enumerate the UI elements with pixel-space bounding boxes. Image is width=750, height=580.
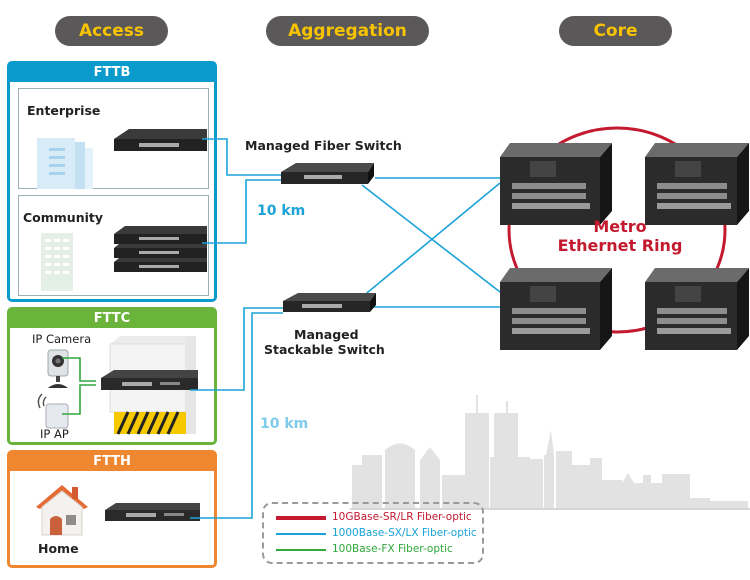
link-fttc-to-stackable-switch	[190, 307, 283, 391]
core-switch-top-left-icon	[500, 143, 612, 225]
ftth-zone-title: FTTH	[10, 453, 214, 471]
distance-label-bottom: 10 km	[260, 416, 309, 432]
ftth-switch-icon	[105, 503, 200, 521]
managed-fiber-switch-icon	[281, 163, 374, 184]
tier-label-aggregation: Aggregation	[266, 16, 429, 46]
home-label: Home	[38, 541, 79, 556]
legend-swatch-red	[276, 516, 326, 520]
link-ftth-to-stackable-switch	[190, 312, 283, 519]
legend-swatch-green	[276, 549, 326, 551]
home-house-icon	[36, 485, 88, 536]
legend: 10GBase-SR/LR Fiber-optic 1000Base-SX/LX…	[262, 502, 484, 564]
enterprise-label: Enterprise	[27, 103, 101, 118]
enterprise-box: Enterprise	[18, 88, 209, 189]
managed-stackable-switch-icon	[283, 293, 376, 312]
core-switch-bottom-right-icon	[645, 268, 749, 350]
ip-ap-label: IP AP	[40, 427, 69, 441]
legend-label: 1000Base-SX/LX Fiber-optic	[332, 527, 477, 539]
community-box: Community	[18, 195, 209, 296]
distance-label-top: 10 km	[257, 203, 306, 219]
metro-ethernet-ring	[507, 126, 727, 334]
managed-stackable-switch-label-line1: Managed	[294, 327, 359, 342]
community-label: Community	[23, 210, 104, 225]
fttc-zone: FTTC IP Camera IP AP	[7, 307, 217, 445]
stacked-switches-icon	[114, 226, 207, 272]
tier-label-access: Access	[55, 16, 168, 46]
metro-ring-label: Metro Ethernet Ring	[545, 217, 695, 255]
apartment-building-icon	[41, 233, 73, 291]
office-building-icon	[37, 138, 93, 189]
link-enterprise-to-fiber-switch	[202, 138, 285, 176]
city-skyline-illustration	[350, 395, 750, 510]
tier-label-core: Core	[559, 16, 672, 46]
managed-fiber-switch-label: Managed Fiber Switch	[245, 138, 402, 153]
metro-ring-label-line2: Ethernet Ring	[557, 236, 683, 255]
ftth-zone: FTTH Home	[7, 450, 217, 568]
legend-label: 100Base-FX Fiber-optic	[332, 543, 453, 555]
fttc-zone-title: FTTC	[10, 310, 214, 328]
legend-label: 10GBase-SR/LR Fiber-optic	[332, 511, 472, 523]
ip-camera-label: IP Camera	[32, 332, 92, 346]
fttb-zone-title: FTTB	[10, 64, 214, 82]
link-stackable-switch-to-core-top-left	[361, 182, 501, 298]
fttb-zone: FTTB Enterprise Community	[7, 61, 217, 302]
managed-stackable-switch-label-line2: Stackable Switch	[264, 342, 385, 357]
link-community-to-fiber-switch	[202, 179, 285, 244]
link-ip-camera-to-fttc-switch	[62, 357, 96, 382]
core-switch-bottom-left-icon	[500, 268, 612, 350]
metro-ring-label-line1: Metro	[593, 217, 647, 236]
enterprise-switch-icon	[114, 129, 207, 151]
fttc-switch-icon	[101, 370, 198, 390]
link-fiber-switch-to-core-bottom-left	[361, 184, 501, 293]
core-switch-top-right-icon	[645, 143, 749, 225]
link-ip-ap-to-fttc-switch	[62, 384, 96, 415]
legend-swatch-blue	[276, 533, 326, 535]
ip-ap-icon	[37, 393, 69, 429]
ip-camera-icon	[47, 349, 69, 388]
